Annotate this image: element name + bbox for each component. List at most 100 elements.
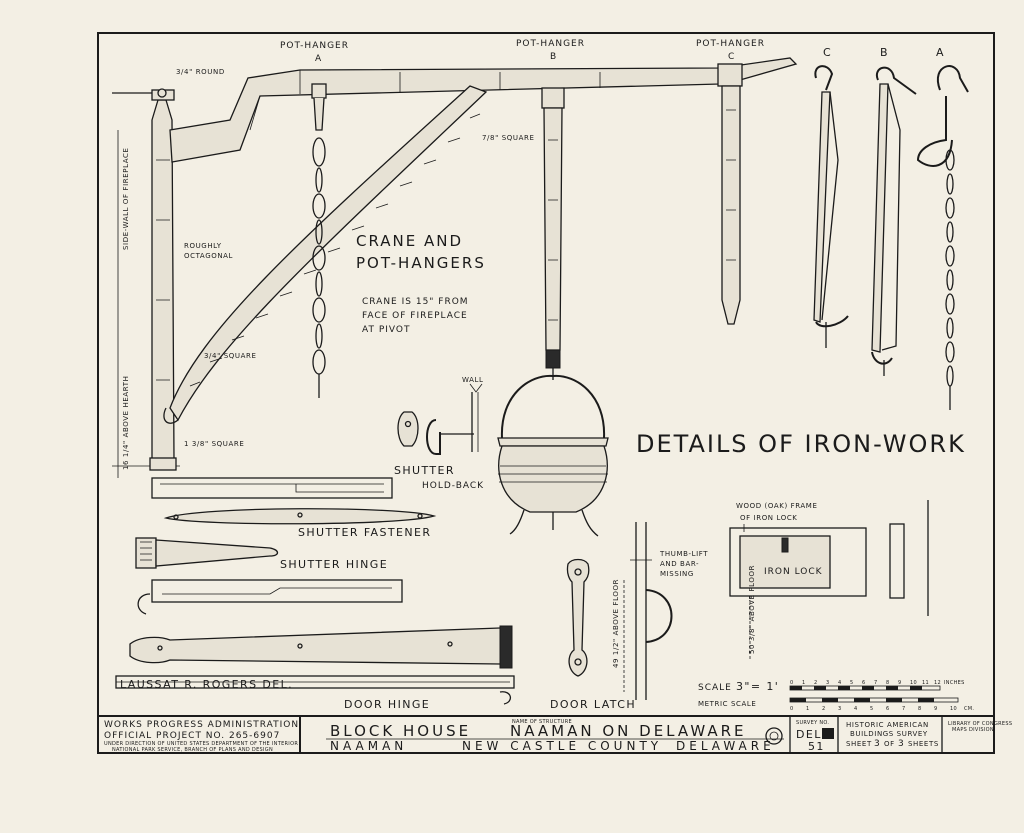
sheets-word: SHEETS: [908, 740, 939, 748]
cm-tick-1: 1: [806, 706, 809, 712]
side-letter-a: A: [936, 46, 945, 59]
inch-tick-6: 6: [862, 680, 865, 686]
side-letter-b: B: [880, 46, 889, 59]
lock-height-label: 50 3/8" ABOVE FLOOR: [748, 565, 756, 654]
wpa-line2: OFFICIAL PROJECT NO. 265-6907: [104, 731, 280, 741]
crane-note-line2: FACE OF FIREPLACE: [362, 311, 468, 321]
survey-redaction: [822, 728, 834, 739]
pot-hanger-a-drawing: [311, 83, 327, 398]
crane-note-line3: AT PIVOT: [362, 325, 410, 335]
location-town: NAAMAN: [330, 739, 407, 753]
wpa-line4: NATIONAL PARK SERVICE, BRANCH OF PLANS A…: [112, 747, 273, 753]
cm-tick-4: 4: [854, 706, 857, 712]
crane-title-line1: CRANE AND: [356, 232, 463, 250]
cm-tick-2: 2: [822, 706, 825, 712]
inch-tick-9: 9: [898, 680, 901, 686]
sheet-total: 3: [898, 739, 905, 749]
location-county: NEW CASTLE COUNTY: [462, 739, 662, 753]
sheet-title: DETAILS OF IRON-WORK: [636, 430, 966, 458]
inch-tick-4: 4: [838, 680, 841, 686]
wall-label: WALL: [462, 376, 484, 384]
cm-tick-7: 7: [902, 706, 905, 712]
shutter-fastener-drawing: [151, 477, 437, 525]
title-block: WORKS PROGRESS ADMINISTRATION OFFICIAL P…: [104, 716, 1012, 753]
octagonal-line1: ROUGHLY: [184, 242, 222, 250]
holdback-line1: SHUTTER: [394, 464, 455, 477]
shutter-hinge-drawing: [135, 537, 403, 615]
habs-line2: BUILDINGS SURVEY: [850, 730, 928, 738]
cm-tick-8: 8: [918, 706, 921, 712]
inch-tick-12: 12: [934, 680, 941, 686]
dim-round: 3/4" ROUND: [176, 68, 225, 76]
pot-hanger-c-drawing: [721, 85, 741, 325]
survey-number: 51: [808, 740, 825, 753]
side-letter-c: C: [823, 46, 832, 59]
sheet-no: 3: [874, 739, 881, 749]
inch-tick-1: 1: [802, 680, 805, 686]
survey-code: DEL-: [796, 728, 827, 741]
pot-hanger-b-label: POT-HANGER: [516, 39, 585, 49]
cm-tick-0: 0: [790, 706, 793, 712]
pot-hanger-c-letter: C: [728, 52, 735, 62]
location-state: DELAWARE: [676, 739, 775, 753]
survey-no-label: SURVEY NO.: [796, 720, 829, 726]
cm-tick-3: 3: [838, 706, 841, 712]
door-latch-label: DOOR LATCH: [550, 698, 636, 711]
side-hanger-b-drawing: [871, 66, 917, 376]
crane-note-line1: CRANE IS 15" FROM: [362, 297, 469, 307]
delineator: LAUSSAT R. ROGERS DEL.: [120, 678, 293, 691]
shutter-fastener-label: SHUTTER FASTENER: [298, 526, 431, 539]
structure-part2: NAAMAN ON DELAWARE: [510, 722, 747, 740]
dim-square-mid: 3/4" SQUARE: [204, 352, 256, 360]
door-hinge-drawing: [115, 625, 515, 705]
door-latch-drawing: [566, 522, 673, 700]
cm-tick-5: 5: [870, 706, 873, 712]
cm-unit: CM.: [964, 706, 974, 712]
crane-title-line2: POT-HANGERS: [356, 254, 486, 272]
wpa-line1: WORKS PROGRESS ADMINISTRATION: [104, 720, 299, 730]
sidewall-label: SIDE-WALL OF FIREPLACE: [122, 147, 130, 250]
dim-square-top: 7/8" SQUARE: [482, 134, 534, 142]
name-of-structure-label: NAME OF STRUCTURE: [512, 719, 572, 725]
iron-lock-drawing: [729, 500, 929, 660]
scale-label: SCALE: [698, 683, 732, 693]
sheet-border: [97, 32, 995, 754]
cm-tick-labels: 0 1 2 3 4 5 6 7 8 9 10 CM.: [790, 706, 974, 712]
loc-line1: LIBRARY OF CONGRESS: [948, 721, 1012, 727]
loc-line2: MAPS DIVISION: [952, 727, 994, 733]
door-hinge-label: DOOR HINGE: [344, 698, 430, 711]
pot-hanger-b-letter: B: [550, 52, 557, 62]
thumb-line3: MISSING: [660, 570, 694, 578]
inch-tick-11: 11: [922, 680, 929, 686]
lock-frame-line1: WOOD (OAK) FRAME: [736, 502, 817, 510]
structure-part1: BLOCK HOUSE: [330, 722, 471, 740]
pot-hanger-c-label: POT-HANGER: [696, 39, 765, 49]
wpa-line3: UNDER DIRECTION OF UNITED STATES DEPARTM…: [104, 741, 298, 747]
pot-hanger-a-label: POT-HANGER: [280, 41, 349, 51]
pot-hanger-b-drawing: [497, 87, 609, 537]
inch-unit: INCHES: [944, 680, 965, 686]
iron-lock-label: IRON LOCK: [764, 567, 823, 577]
pot-hanger-a-letter: A: [315, 54, 322, 64]
holdback-line2: HOLD-BACK: [422, 481, 484, 491]
shutter-holdback-drawing: [397, 383, 483, 455]
inch-tick-2: 2: [814, 680, 817, 686]
drawing-labels: POT-HANGER A POT-HANGER B POT-HANGER C C…: [120, 39, 974, 712]
latch-height-label: 49 1/2" ABOVE FLOOR: [612, 579, 620, 668]
cm-tick-9: 9: [934, 706, 937, 712]
lock-frame-line2: OF IRON LOCK: [740, 514, 798, 522]
inch-tick-3: 3: [826, 680, 829, 686]
of-word: OF: [884, 740, 895, 748]
habs-line1: HISTORIC AMERICAN: [846, 721, 929, 729]
octagonal-line2: OCTAGONAL: [184, 252, 233, 260]
thumb-line2: AND BAR-: [660, 560, 699, 568]
above-hearth-label: 16 1/4" ABOVE HEARTH: [122, 375, 130, 470]
inch-tick-5: 5: [850, 680, 853, 686]
cm-tick-6: 6: [886, 706, 889, 712]
cm-tick-10: 10: [950, 706, 957, 712]
thumb-line1: THUMB-LIFT: [659, 550, 708, 558]
shutter-hinge-label: SHUTTER HINGE: [280, 558, 388, 571]
inch-tick-8: 8: [886, 680, 889, 686]
